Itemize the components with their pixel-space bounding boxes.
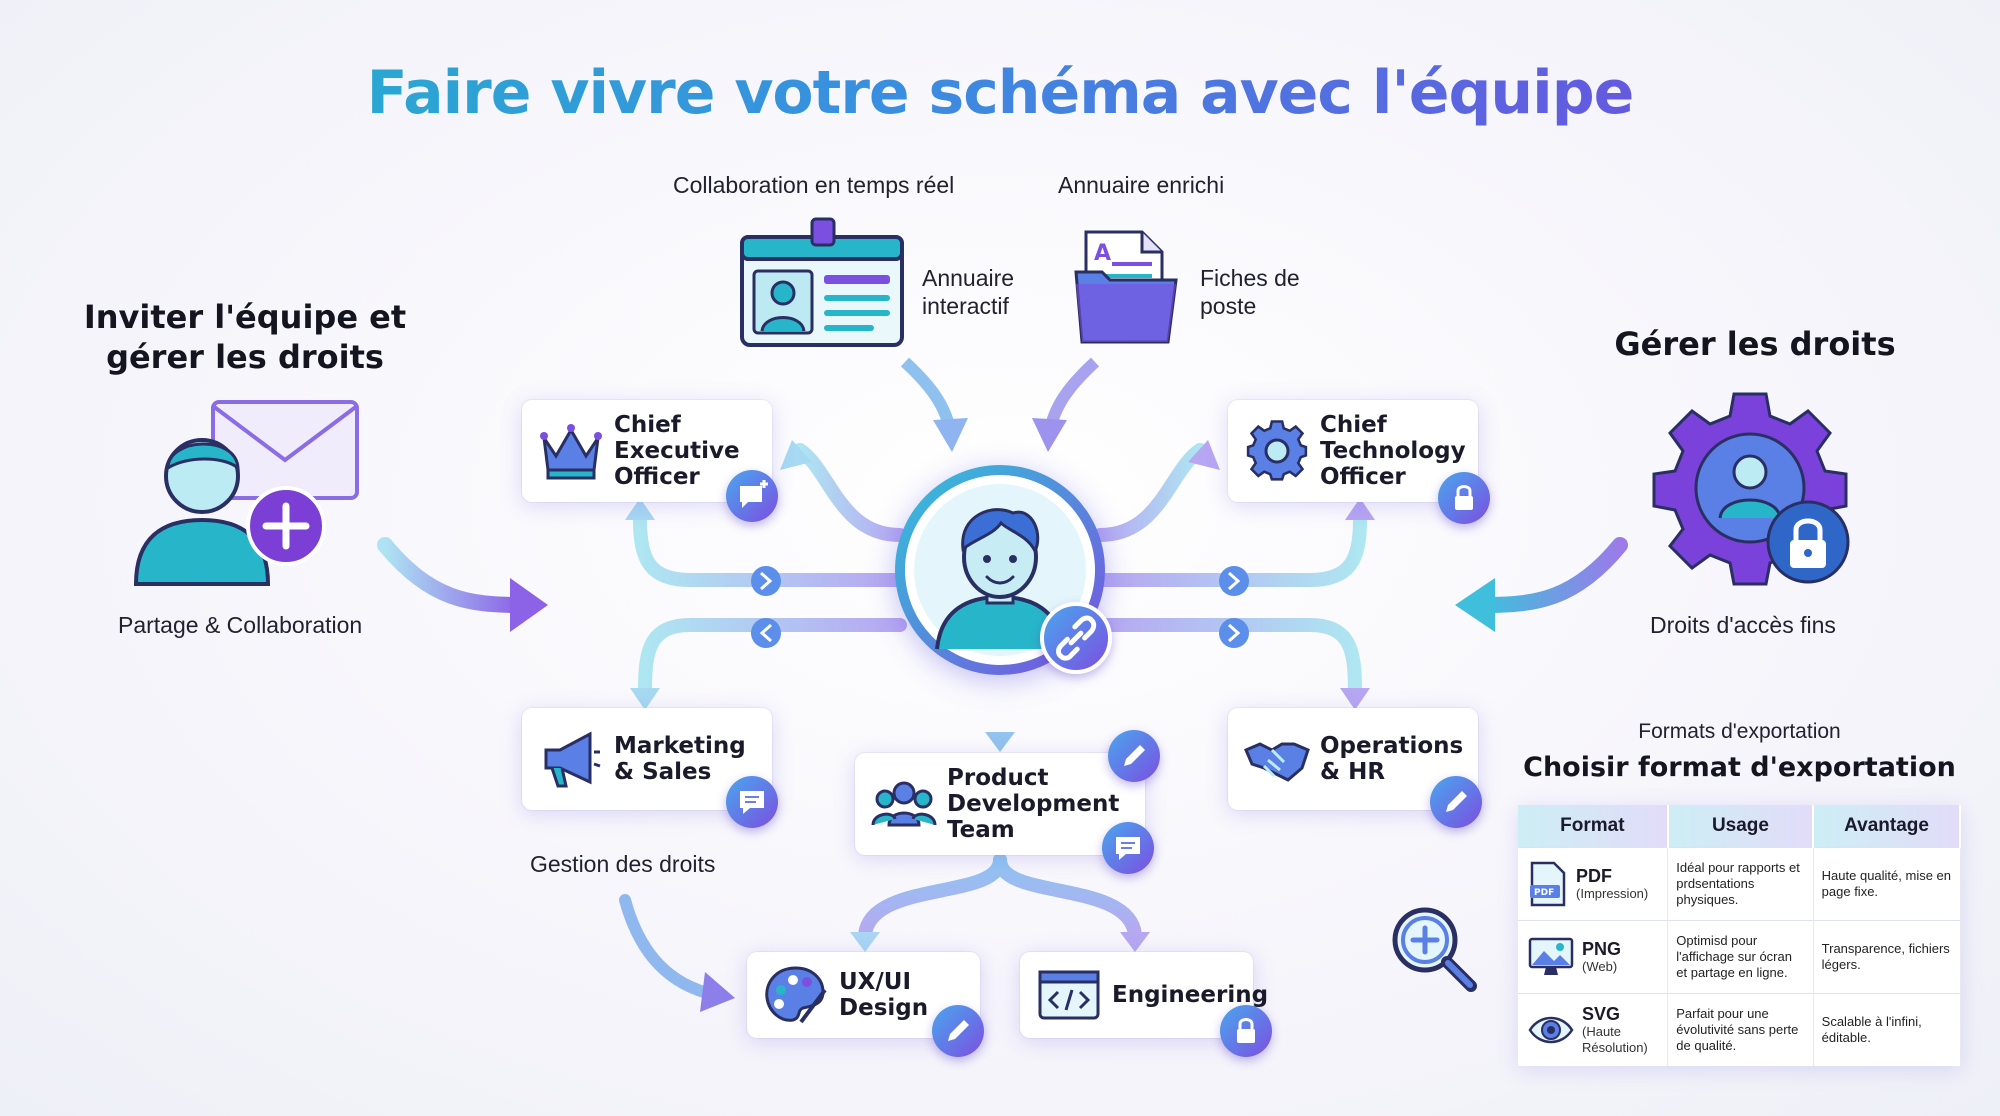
- col-format: Format: [1518, 805, 1669, 848]
- svg-text:A: A: [1094, 241, 1111, 266]
- comment-icon: [1116, 837, 1140, 860]
- operations-edit-badge[interactable]: [1430, 776, 1482, 828]
- col-usage: Usage: [1667, 805, 1815, 848]
- advantage-cell: Haute qualité, mise en page fixe.: [1813, 847, 1961, 921]
- pencil-icon: [1446, 791, 1467, 812]
- uxui-edit-badge[interactable]: [932, 1005, 984, 1057]
- droits-caption: Droits d'accès fins: [1650, 612, 1836, 638]
- advantage-cell: Transparence, fichiers légers.: [1813, 920, 1961, 994]
- code-window-icon: [1038, 970, 1100, 1020]
- crown-icon: [540, 424, 602, 480]
- megaphone-icon: [544, 731, 601, 788]
- center-avatar[interactable]: [895, 465, 1105, 675]
- node-operations-label: Operations& HR: [1320, 733, 1464, 785]
- export-small-label: Formats d'exportation: [1638, 720, 1841, 743]
- lock-icon: [1455, 485, 1473, 510]
- settings-lock-icon[interactable]: [1650, 390, 1855, 590]
- engineering-lock-badge[interactable]: [1220, 1005, 1272, 1057]
- usage-cell: Optimisd pour l'affichage sur ócran et p…: [1667, 920, 1814, 994]
- export-table: Format Usage Avantage PDF PDF(Impression…: [1518, 805, 1961, 1066]
- link-badge[interactable]: [1040, 602, 1112, 674]
- col-advantage: Avantage: [1813, 805, 1961, 848]
- page-title: Faire vivre votre schéma avec l'équipe: [0, 58, 2000, 128]
- rights-heading: Gérer les droits: [1614, 325, 1896, 363]
- folder-document-icon: A: [1074, 230, 1178, 344]
- marketing-comment-badge[interactable]: [726, 776, 778, 828]
- export-heading: Choisir format d'exportation: [1523, 752, 1956, 783]
- annuaire-label: Annuaire enrichi: [1058, 172, 1225, 198]
- eye-icon: [1528, 1016, 1574, 1044]
- zoom-in-icon[interactable]: [1385, 900, 1485, 1000]
- link-icon: [1056, 615, 1097, 661]
- id-card-icon: [740, 217, 904, 347]
- comment-icon: [740, 791, 764, 814]
- person-avatar-icon: [914, 484, 1086, 656]
- ceo-comment-add-badge[interactable]: [726, 470, 778, 522]
- pdf-file-icon: PDF: [1530, 861, 1566, 907]
- partage-caption: Partage & Collaboration: [118, 612, 363, 638]
- collab-label: Collaboration en temps réel: [673, 172, 955, 198]
- svg-text:PDF: PDF: [1534, 888, 1554, 898]
- table-row[interactable]: PNG(Web) Optimisd pour l'affichage sur ó…: [1518, 920, 1961, 994]
- table-row[interactable]: PDF PDF(Impression) Idéal pour rapports …: [1518, 847, 1961, 921]
- node-engineering-label: Engineering: [1112, 982, 1269, 1008]
- gestion-label: Gestion des droits: [530, 851, 716, 877]
- usage-cell: Idéal pour rapports et prdsentations phy…: [1667, 847, 1814, 921]
- comment-add-icon: [740, 480, 768, 508]
- product-comment-badge[interactable]: [1102, 822, 1154, 874]
- product-edit-badge[interactable]: [1108, 730, 1160, 782]
- cto-lock-badge[interactable]: [1438, 472, 1490, 524]
- palette-icon: [765, 966, 827, 1024]
- pencil-icon: [1124, 745, 1145, 766]
- advantage-cell: Scalable à l'infini, éditable.: [1813, 993, 1961, 1066]
- gear-icon: [1246, 420, 1308, 481]
- node-marketing-label: Marketing& Sales: [614, 733, 746, 785]
- pencil-icon: [948, 1020, 969, 1041]
- handshake-icon: [1244, 742, 1310, 782]
- team-icon: [871, 781, 937, 827]
- invite-user-icon[interactable]: [128, 398, 368, 588]
- node-engineering[interactable]: Engineering: [1020, 952, 1268, 1038]
- lock-icon: [1237, 1018, 1255, 1043]
- image-monitor-icon: [1528, 937, 1574, 975]
- usage-cell: Parfait pour une évolutivité sans perte …: [1667, 993, 1814, 1066]
